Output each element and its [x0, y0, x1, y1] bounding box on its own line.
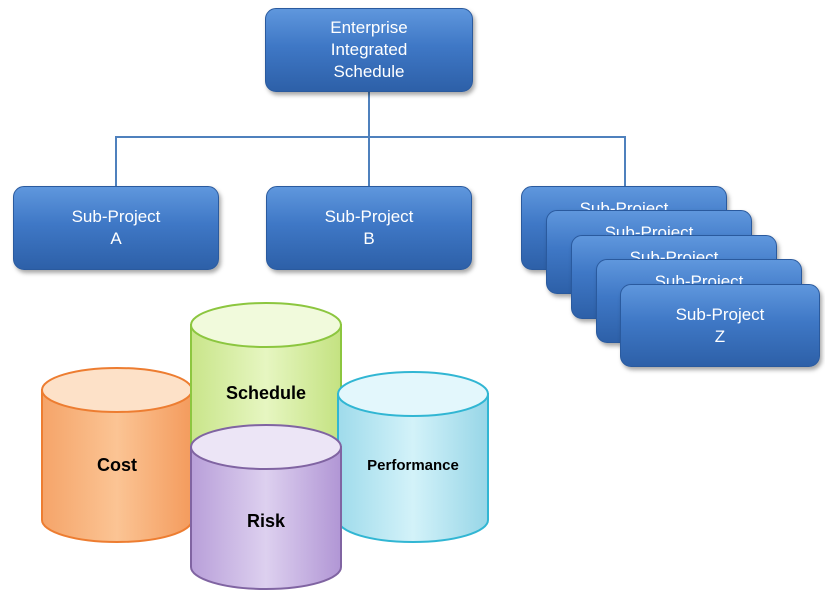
- connector-root-down: [368, 90, 370, 137]
- connector-horizontal: [115, 136, 625, 138]
- connector-to-stack: [624, 136, 626, 186]
- sub-project-z-box: Sub-Project Z: [620, 284, 820, 367]
- root-label-line1: Enterprise: [330, 18, 408, 37]
- connector-to-b: [368, 136, 370, 186]
- performance-cylinder: Performance: [337, 371, 489, 543]
- connector-to-a: [115, 136, 117, 186]
- cost-label: Cost: [97, 455, 137, 475]
- root-label-line2: Integrated: [330, 40, 408, 59]
- sub-project-z-label: Sub-Project: [675, 304, 765, 324]
- sub-project-b-letter: B: [363, 229, 375, 248]
- sub-project-b-box: Sub-Project B: [266, 186, 472, 270]
- sub-project-a-letter: A: [110, 229, 122, 248]
- sub-project-b-label: Sub-Project: [324, 207, 414, 226]
- root-label-line3: Schedule: [333, 62, 405, 81]
- risk-label: Risk: [247, 511, 286, 531]
- sub-project-z-letter: Z: [714, 326, 726, 346]
- schedule-label: Schedule: [226, 383, 306, 403]
- enterprise-integrated-schedule-box: Enterprise Integrated Schedule: [265, 8, 473, 92]
- sub-project-a-box: Sub-Project A: [13, 186, 219, 270]
- cost-cylinder: Cost: [41, 367, 193, 543]
- sub-project-a-label: Sub-Project: [71, 207, 161, 226]
- performance-label: Performance: [367, 457, 459, 474]
- risk-cylinder: Risk: [190, 424, 342, 590]
